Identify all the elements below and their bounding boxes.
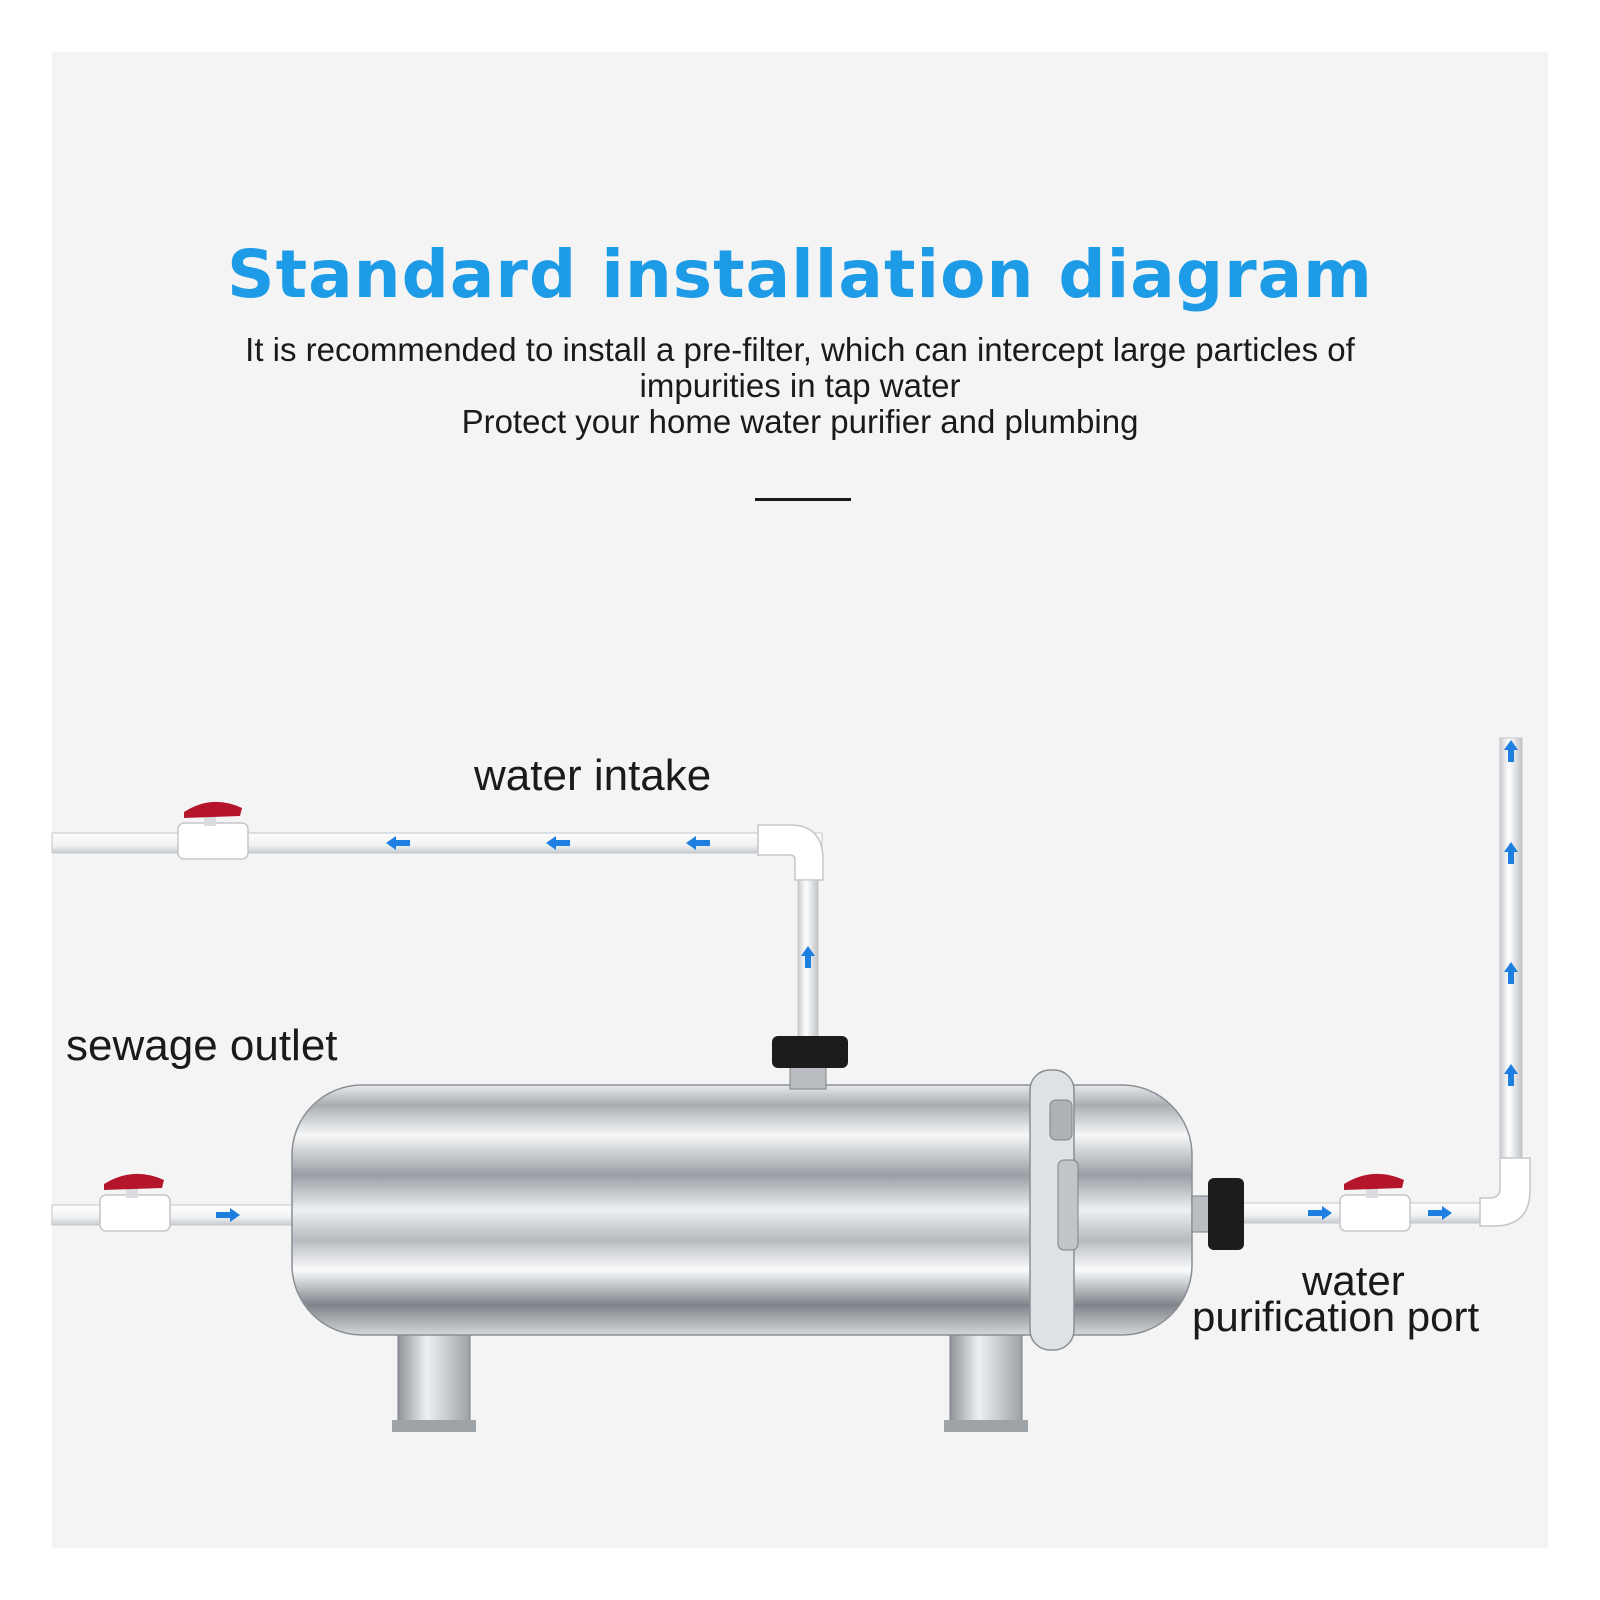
page-subtitle: It is recommended to install a pre-filte… [140,332,1460,440]
title-divider [755,498,851,501]
arrow-icon [1504,1064,1518,1086]
subtitle-line-2: impurities in tap water [639,367,961,404]
elbow-fitting-intake [757,824,824,881]
side-knob-icon [1208,1178,1244,1250]
tank-leg-right [944,1329,1028,1432]
flow-arrows [216,740,1518,1222]
arrow-icon [801,946,815,968]
label-purification-port-line1: water [1302,1257,1405,1304]
valve-handle-icon [1344,1173,1404,1190]
intake-valve [177,801,249,860]
arrow-icon [1308,1206,1332,1220]
sewage-pipe [51,1204,303,1226]
top-knob-icon [772,1036,848,1068]
purified-valve [1339,1173,1411,1232]
label-sewage-outlet: sewage outlet [66,1021,338,1070]
arrow-icon [1428,1206,1452,1220]
arrow-icon [216,1208,240,1222]
arrow-icon [386,836,410,850]
tank-leg-left [392,1329,476,1432]
arrow-icon [546,836,570,850]
valve-handle-icon [184,801,242,818]
arrow-icon [1504,842,1518,864]
arrow-icon [1504,740,1518,762]
subtitle-line-3: Protect your home water purifier and plu… [461,403,1139,440]
arrow-icon [1504,962,1518,984]
valve-handle-icon [104,1173,164,1190]
label-water-intake: water intake [474,751,712,800]
label-purification-port-line2: purification port [1192,1293,1480,1340]
elbow-fitting-output [1479,1157,1531,1227]
filter-tank [291,1036,1244,1351]
page-title: Standard installation diagram [227,236,1373,313]
sewage-valve [99,1173,171,1232]
arrow-icon [686,836,710,850]
intake-pipe [51,824,824,1051]
purified-pipe [1239,737,1531,1227]
subtitle-line-1: It is recommended to install a pre-filte… [245,331,1355,368]
